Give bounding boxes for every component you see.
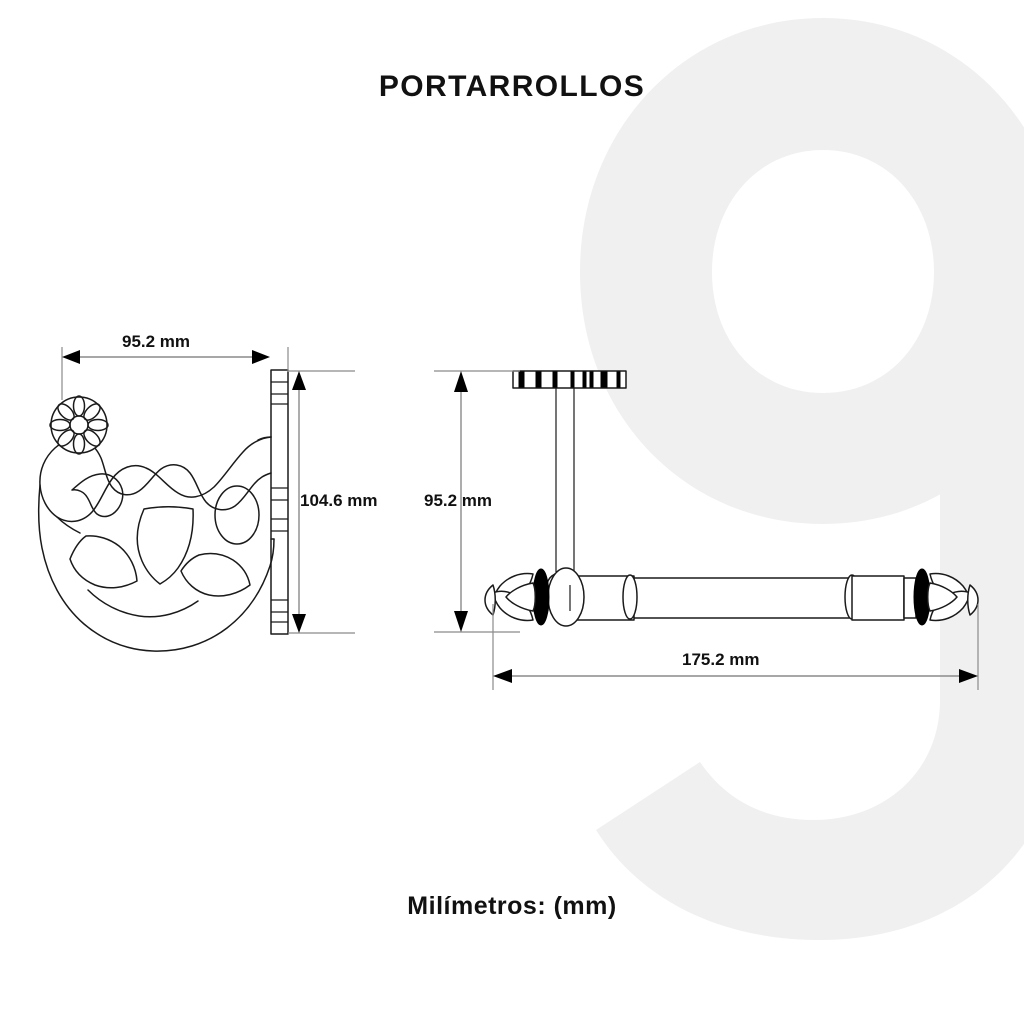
dimension-front-length <box>492 604 979 690</box>
arrow-up <box>454 371 468 392</box>
rosette-petals <box>49 395 109 455</box>
dimension-side-height <box>288 370 355 634</box>
wall-plate <box>270 369 289 635</box>
finial-tip <box>967 584 979 616</box>
arrow-down <box>454 611 468 632</box>
arrow-down <box>292 614 306 633</box>
dimension-label-side-height: 104.6 mm <box>300 491 378 510</box>
page-title: PORTARROLLOS <box>378 70 646 103</box>
dimension-label-front-height: 95.2 mm <box>424 491 493 510</box>
arrow-left <box>493 669 512 683</box>
left-finial <box>484 568 550 626</box>
bracket-oval-cutout <box>214 485 260 545</box>
arrow-right <box>959 669 978 683</box>
top-mounting-plate <box>512 370 627 389</box>
rosette-medallion <box>49 395 109 455</box>
dimension-label-side-width: 95.2 mm <box>122 332 191 351</box>
front-view-group <box>434 370 979 690</box>
arrow-left <box>62 350 80 364</box>
units-footer: Milímetros: (mm) <box>407 892 617 920</box>
petal-middle <box>505 582 536 612</box>
finial-tip <box>484 584 496 616</box>
side-view-group <box>37 347 355 652</box>
left-collar-ring <box>622 574 638 620</box>
right-finial <box>913 568 979 626</box>
vertical-stem <box>546 388 584 587</box>
bracket-scrollwork <box>56 437 272 618</box>
left-hub <box>547 567 585 627</box>
horizontal-bar <box>547 567 917 627</box>
arrow-right <box>252 350 270 364</box>
arrow-up <box>292 371 306 390</box>
dimension-front-height <box>434 370 520 633</box>
dimension-label-front-length: 175.2 mm <box>682 650 760 669</box>
dimension-side-width <box>61 347 289 400</box>
petal-middle <box>927 582 958 612</box>
bracket-body-outline <box>37 436 275 652</box>
